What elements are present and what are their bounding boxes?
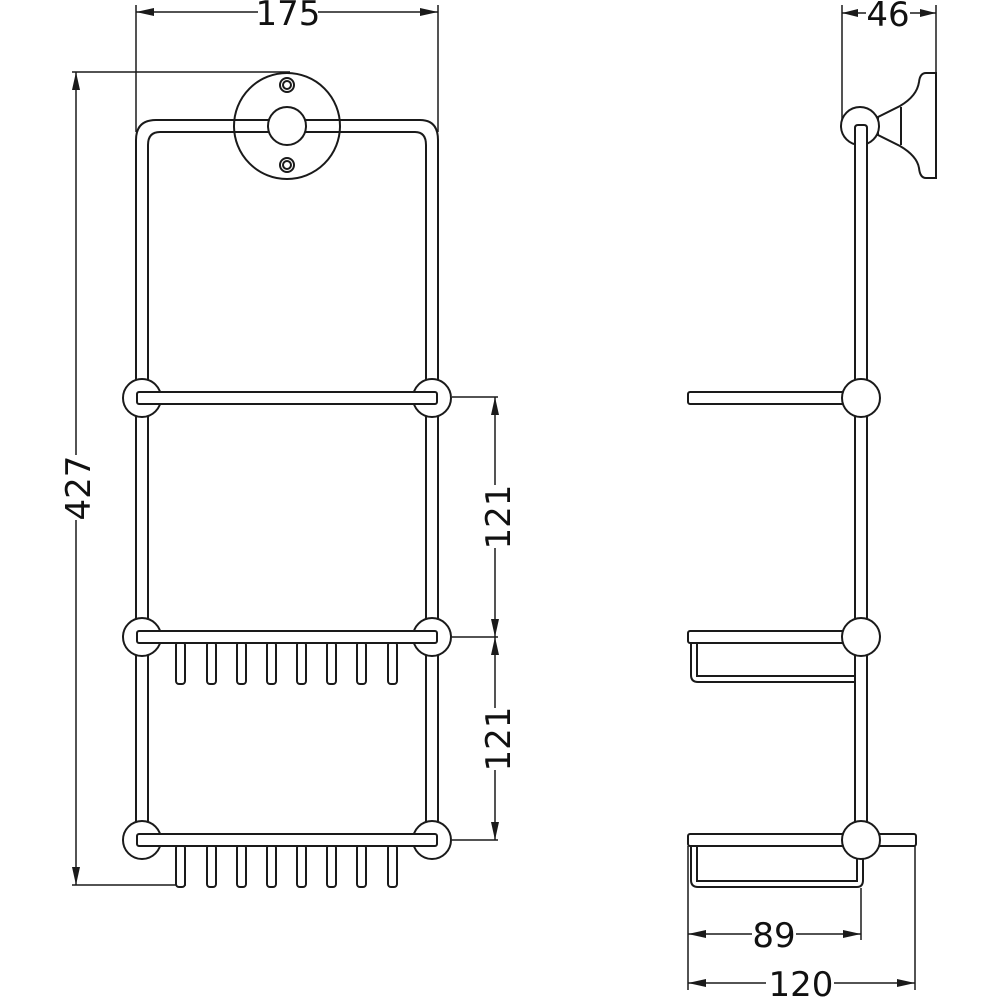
spacing-lower-label: 121 [479, 707, 519, 772]
projection-label: 46 [866, 0, 909, 35]
width-label: 175 [256, 0, 321, 34]
spacing-upper-label: 121 [479, 485, 519, 550]
side-view: 46 [687, 0, 937, 1000]
overall-depth-label: 120 [769, 965, 834, 1000]
depth-dimensions: 89 120 [687, 846, 916, 1000]
front-shelf-middle [122, 617, 452, 685]
front-shelf-bottom [122, 820, 452, 888]
basket-bars [175, 844, 398, 888]
height-label: 427 [59, 456, 99, 521]
projection-dimension: 46 [841, 0, 937, 120]
side-shelf-middle [687, 617, 881, 683]
front-shelf-top [122, 378, 452, 418]
shelf-spacing-dimension: 121 121 [452, 396, 519, 841]
height-dimension: 427 [59, 71, 290, 886]
side-shelf-bottom [687, 820, 917, 888]
side-shelf-top [687, 378, 881, 418]
wall-plate [233, 72, 341, 180]
front-view: 175 427 [59, 0, 519, 888]
width-dimension: 175 [135, 0, 439, 132]
basket-depth-label: 89 [752, 916, 795, 956]
basket-bars [175, 641, 398, 685]
